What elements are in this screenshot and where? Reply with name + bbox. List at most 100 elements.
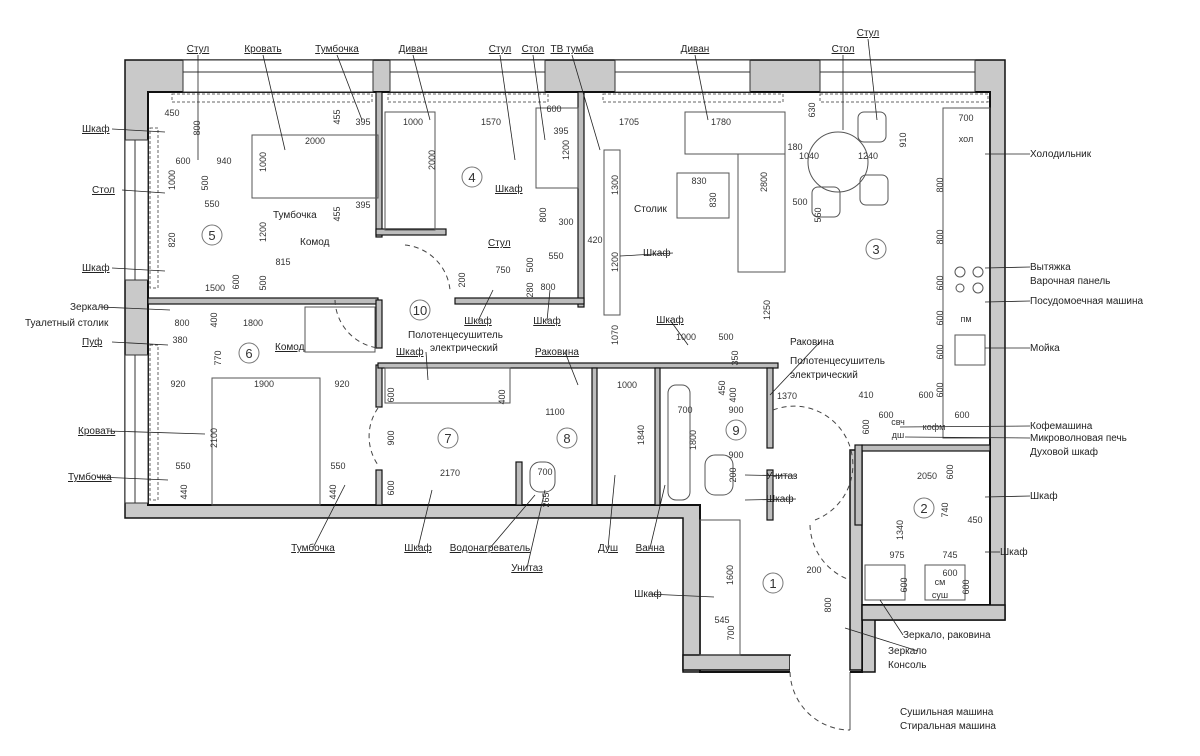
dimension-value: 1370 — [777, 391, 797, 401]
dimension-value: 380 — [172, 335, 187, 345]
dimension-value: 815 — [275, 257, 290, 267]
dimension-value: 940 — [216, 156, 231, 166]
callout-label: Столик — [634, 204, 667, 215]
callout-label: Шкаф — [533, 315, 561, 327]
dimension-value: 280 — [525, 282, 535, 297]
callout-label: Раковина — [535, 347, 579, 358]
dimension-value: 740 — [940, 502, 950, 517]
leader-line — [984, 300, 1031, 303]
room-number: 4 — [468, 170, 475, 185]
room-number: 5 — [208, 228, 215, 243]
dimension-value: 600 — [546, 104, 561, 114]
entrance-opening — [790, 656, 850, 676]
windows — [124, 59, 976, 504]
dimension-value: 600 — [175, 156, 190, 166]
interior-floor — [147, 91, 991, 673]
dimension-value: 700 — [958, 113, 973, 123]
dimension-value: 1250 — [762, 300, 772, 320]
dimension-value: 400 — [497, 389, 507, 404]
dimension-value: 1000 — [676, 332, 696, 342]
leader-line — [412, 54, 431, 121]
callout-label: Тумбочка — [291, 542, 335, 554]
callout-label: Шкаф — [464, 315, 492, 327]
dimension-value: 500 — [258, 275, 268, 290]
dimension-value: 500 — [718, 332, 733, 342]
dimension-value: 200 — [457, 272, 467, 287]
callout-label: Стол — [522, 44, 545, 55]
room-number: 7 — [444, 431, 451, 446]
leader-line — [867, 38, 878, 121]
dimension-value: 300 — [558, 217, 573, 227]
callout-label: Шкаф — [643, 247, 671, 259]
dimension-value: 900 — [728, 450, 743, 460]
dimension-value: 600 — [861, 419, 871, 434]
dimension-value: 920 — [334, 379, 349, 389]
callout-label: Стул — [857, 28, 880, 39]
dimension-value: 1570 — [481, 117, 501, 127]
dimension-value: 820 — [167, 232, 177, 247]
dimension-value: 975 — [889, 550, 904, 560]
dimension-value: 600 — [935, 344, 945, 359]
dimension-value: 900 — [386, 430, 396, 445]
dimension-value: 2800 — [759, 172, 769, 192]
dimension-value: 1200 — [258, 222, 268, 242]
room-number-circle — [461, 166, 483, 188]
callout-label: Сушильная машина — [900, 707, 994, 718]
room-number-circle — [865, 238, 887, 260]
appliance-tag: см — [935, 577, 946, 587]
callout-label: Кровать — [244, 44, 281, 55]
dimension-value: 800 — [823, 597, 833, 612]
dimension-value: 800 — [935, 177, 945, 192]
dimension-value: 560 — [813, 207, 823, 222]
dimension-value: 600 — [942, 568, 957, 578]
leader-line — [984, 266, 1031, 269]
leader-line — [417, 489, 433, 549]
callout-label: Раковина — [790, 337, 834, 348]
dimension-value: 550 — [175, 461, 190, 471]
callout-label: Шкаф — [1000, 546, 1028, 558]
dimension-value: 600 — [231, 274, 241, 289]
dimension-value: 600 — [935, 310, 945, 325]
dimension-value: 600 — [935, 382, 945, 397]
leader-line — [526, 489, 546, 569]
dimension-value: 180 — [787, 142, 802, 152]
callout-label: Тумбочка — [273, 209, 317, 221]
leader-line — [546, 289, 551, 322]
callout-label: Ванна — [636, 543, 665, 554]
callout-label: Шкаф — [82, 262, 110, 274]
room-number: 10 — [413, 303, 427, 318]
room-number: 9 — [732, 423, 739, 438]
leader-line — [564, 351, 579, 386]
callout-label: Шкаф — [766, 493, 794, 505]
dimension-value: 1840 — [636, 425, 646, 445]
callout-label: электрический — [430, 343, 498, 354]
callout-label: Душ — [598, 543, 618, 554]
room-number-circle — [238, 342, 260, 364]
callout-label: Стол — [92, 185, 115, 196]
dimension-value: 800 — [538, 207, 548, 222]
dimension-value: 600 — [386, 387, 396, 402]
leader-line — [619, 252, 674, 257]
leader-line — [984, 495, 1031, 498]
dimension-value: 900 — [728, 405, 743, 415]
callout-label: Диван — [681, 44, 710, 55]
callout-label: Стол — [832, 44, 855, 55]
dimension-value: 1000 — [167, 170, 177, 190]
callout-label: Зеркало, раковина — [903, 630, 991, 641]
callout-label: Тумбочка — [68, 471, 112, 483]
callout-label: Мойка — [1030, 343, 1060, 354]
dimension-value: 630 — [807, 102, 817, 117]
appliance-tag: свч — [891, 417, 905, 427]
appliance-tag: кофм — [923, 422, 946, 432]
dimension-value: 1300 — [610, 175, 620, 195]
callout-label: Микроволновая печь — [1030, 433, 1127, 444]
leader-line — [489, 494, 536, 549]
dimension-value: 500 — [200, 175, 210, 190]
leader-line — [107, 430, 206, 435]
dimension-value: 500 — [792, 197, 807, 207]
dimension-value: 550 — [548, 251, 563, 261]
leader-line — [744, 474, 797, 477]
dimension-value: 350 — [730, 350, 740, 365]
